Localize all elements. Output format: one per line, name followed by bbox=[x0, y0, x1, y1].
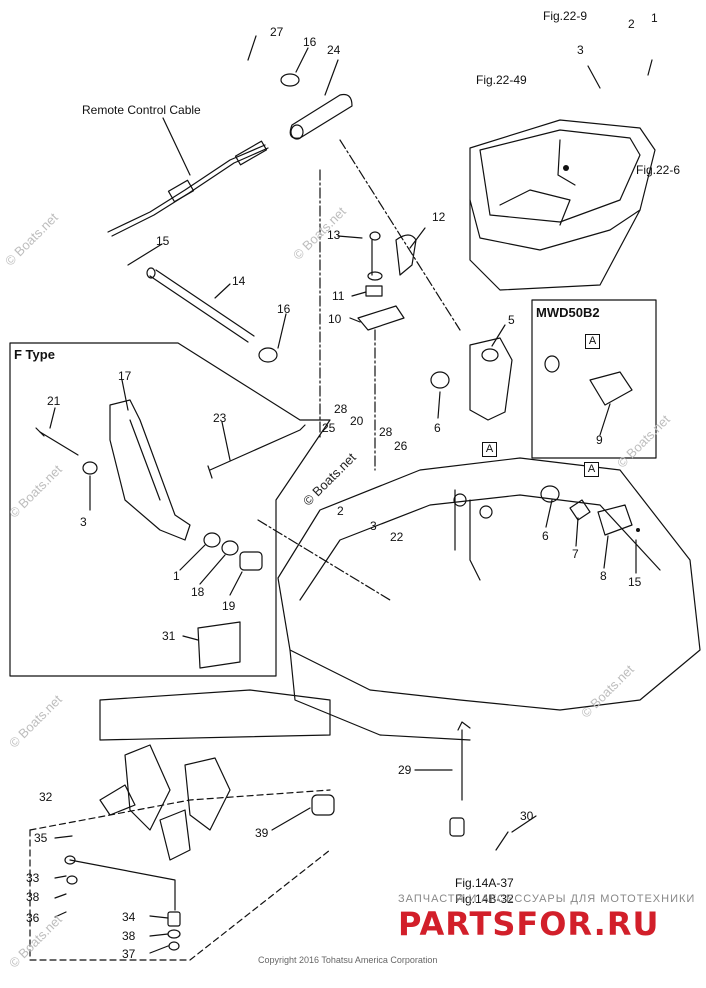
part-label-37[interactable]: 37 bbox=[122, 947, 136, 961]
part-label-15[interactable]: 15 bbox=[628, 575, 642, 589]
part-label-6[interactable]: 6 bbox=[434, 421, 441, 435]
part-label-25[interactable]: 25 bbox=[322, 421, 336, 435]
part-label-19[interactable]: 19 bbox=[222, 599, 236, 613]
part-label-14[interactable]: 14 bbox=[232, 274, 246, 288]
remote-control-cable-label: Remote Control Cable bbox=[82, 103, 201, 117]
part-label-35[interactable]: 35 bbox=[34, 831, 48, 845]
copyright-text: Copyright 2016 Tohatsu America Corporati… bbox=[258, 955, 438, 965]
figure-reference[interactable]: Fig.14B-32 bbox=[455, 892, 514, 906]
part-label-33[interactable]: 33 bbox=[26, 871, 40, 885]
view-marker-a: A bbox=[585, 334, 600, 349]
view-marker-a: A bbox=[482, 442, 497, 457]
part-label-24[interactable]: 24 bbox=[327, 43, 341, 57]
part-label-2[interactable]: 2 bbox=[337, 504, 344, 518]
part-label-13[interactable]: 13 bbox=[327, 228, 341, 242]
part-label-8[interactable]: 8 bbox=[600, 569, 607, 583]
part-label-38[interactable]: 38 bbox=[122, 929, 136, 943]
part-label-26[interactable]: 26 bbox=[394, 439, 408, 453]
part-label-27[interactable]: 27 bbox=[270, 25, 284, 39]
part-label-32[interactable]: 32 bbox=[39, 790, 53, 804]
part-label-3[interactable]: 3 bbox=[577, 43, 584, 57]
part-label-22[interactable]: 22 bbox=[390, 530, 404, 544]
part-label-29[interactable]: 29 bbox=[398, 763, 412, 777]
part-label-2[interactable]: 2 bbox=[628, 17, 635, 31]
part-label-17[interactable]: 17 bbox=[118, 369, 132, 383]
part-label-5[interactable]: 5 bbox=[508, 313, 515, 327]
part-label-21[interactable]: 21 bbox=[47, 394, 61, 408]
part-label-31[interactable]: 31 bbox=[162, 629, 176, 643]
part-label-3[interactable]: 3 bbox=[80, 515, 87, 529]
figure-reference[interactable]: Fig.14A-37 bbox=[455, 876, 514, 890]
view-marker-a: A bbox=[584, 462, 599, 477]
part-label-1[interactable]: 1 bbox=[173, 569, 180, 583]
part-label-3[interactable]: 3 bbox=[370, 519, 377, 533]
part-label-11[interactable]: 11 bbox=[332, 289, 345, 303]
part-label-38[interactable]: 38 bbox=[26, 890, 40, 904]
part-label-28[interactable]: 28 bbox=[334, 402, 348, 416]
figure-reference[interactable]: Fig.22-9 bbox=[543, 9, 588, 23]
part-label-20[interactable]: 20 bbox=[350, 414, 364, 428]
part-label-34[interactable]: 34 bbox=[122, 910, 136, 924]
part-label-12[interactable]: 12 bbox=[432, 210, 446, 224]
figure-reference[interactable]: Fig.22-6 bbox=[636, 163, 681, 177]
part-label-6[interactable]: 6 bbox=[542, 529, 549, 543]
part-label-9[interactable]: 9 bbox=[596, 433, 603, 447]
part-label-30[interactable]: 30 bbox=[520, 809, 534, 823]
footer-russian-text: ЗАПЧАСТИ И АКСЕССУАРЫ ДЛЯ МОТОТЕХНИКИ bbox=[398, 893, 696, 905]
partsfor-logo[interactable]: PARTSFOR.RU bbox=[398, 905, 660, 943]
part-label-28[interactable]: 28 bbox=[379, 425, 393, 439]
part-label-23[interactable]: 23 bbox=[213, 411, 227, 425]
part-label-15[interactable]: 15 bbox=[156, 234, 170, 248]
part-label-16[interactable]: 16 bbox=[303, 35, 317, 49]
part-label-18[interactable]: 18 bbox=[191, 585, 205, 599]
part-label-10[interactable]: 10 bbox=[328, 312, 342, 326]
part-label-1[interactable]: 1 bbox=[651, 11, 658, 25]
part-label-16[interactable]: 16 bbox=[277, 302, 291, 316]
part-label-39[interactable]: 39 bbox=[255, 826, 269, 840]
mwd50b2-heading: MWD50B2 bbox=[536, 305, 600, 320]
figure-reference[interactable]: Fig.22-49 bbox=[476, 73, 527, 87]
part-label-7[interactable]: 7 bbox=[572, 547, 579, 561]
part-label-36[interactable]: 36 bbox=[26, 911, 40, 925]
f-type-heading: F Type bbox=[14, 347, 55, 362]
